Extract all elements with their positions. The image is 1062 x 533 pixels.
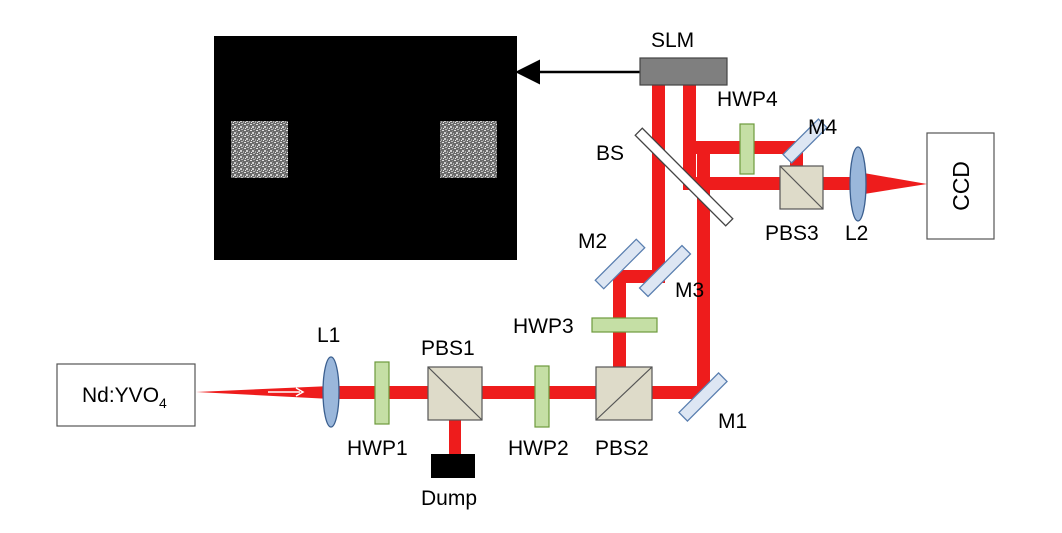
pbs1-diagonal — [427, 366, 483, 421]
ccd-beam — [858, 172, 927, 195]
ccd-label: CCD — [948, 161, 974, 211]
hwp2-label: HWP2 — [508, 437, 569, 460]
bs-m4-beam — [683, 141, 795, 154]
display-spot-right — [440, 121, 497, 178]
pbs2-diagonal — [595, 366, 653, 421]
mirror-m1 — [678, 372, 728, 422]
laser-source-label: Nd:YVO4 — [82, 384, 167, 411]
m3-label: M3 — [675, 279, 704, 302]
waveplate-hwp2 — [534, 365, 550, 428]
beamsplitter-bs — [634, 127, 734, 227]
bs-pbs3-beam — [683, 177, 783, 190]
l1-label: L1 — [317, 324, 340, 347]
pbs2-label: PBS2 — [595, 437, 649, 460]
mirror-m3 — [638, 244, 692, 298]
m2-label: M2 — [578, 230, 607, 253]
pbs3-label: PBS3 — [765, 222, 819, 245]
laser-source-box — [56, 363, 196, 427]
slm-right-beam — [683, 85, 696, 180]
mirror-m4 — [782, 118, 828, 164]
slm-label: SLM — [651, 29, 694, 52]
input-beam — [196, 386, 331, 399]
m3-slm-beam — [652, 85, 665, 283]
ccd-box — [926, 132, 995, 240]
dump-beam — [449, 418, 461, 456]
lens-l1 — [322, 356, 340, 428]
bs-label: BS — [596, 142, 624, 165]
waveplate-hwp4 — [739, 123, 755, 175]
pbs3-diagonal — [779, 165, 824, 210]
beam-direction-arrowhead — [295, 387, 305, 397]
waveplate-hwp3 — [591, 317, 658, 333]
pbs1-label: PBS1 — [421, 337, 475, 360]
hwp1-label: HWP1 — [347, 437, 408, 460]
m4-label: M4 — [808, 116, 837, 139]
hwp3-label: HWP3 — [513, 315, 574, 338]
waveplate-hwp1 — [374, 361, 390, 425]
hwp4-label: HWP4 — [717, 88, 778, 111]
slm-device — [639, 57, 728, 86]
lens-l2 — [849, 146, 867, 222]
l2-label: L2 — [845, 222, 868, 245]
mirror-m2 — [594, 238, 646, 290]
dump-label: Dump — [421, 487, 477, 510]
m1-label: M1 — [718, 410, 747, 433]
beam-dump — [431, 454, 475, 478]
display-spot-left — [231, 121, 288, 178]
